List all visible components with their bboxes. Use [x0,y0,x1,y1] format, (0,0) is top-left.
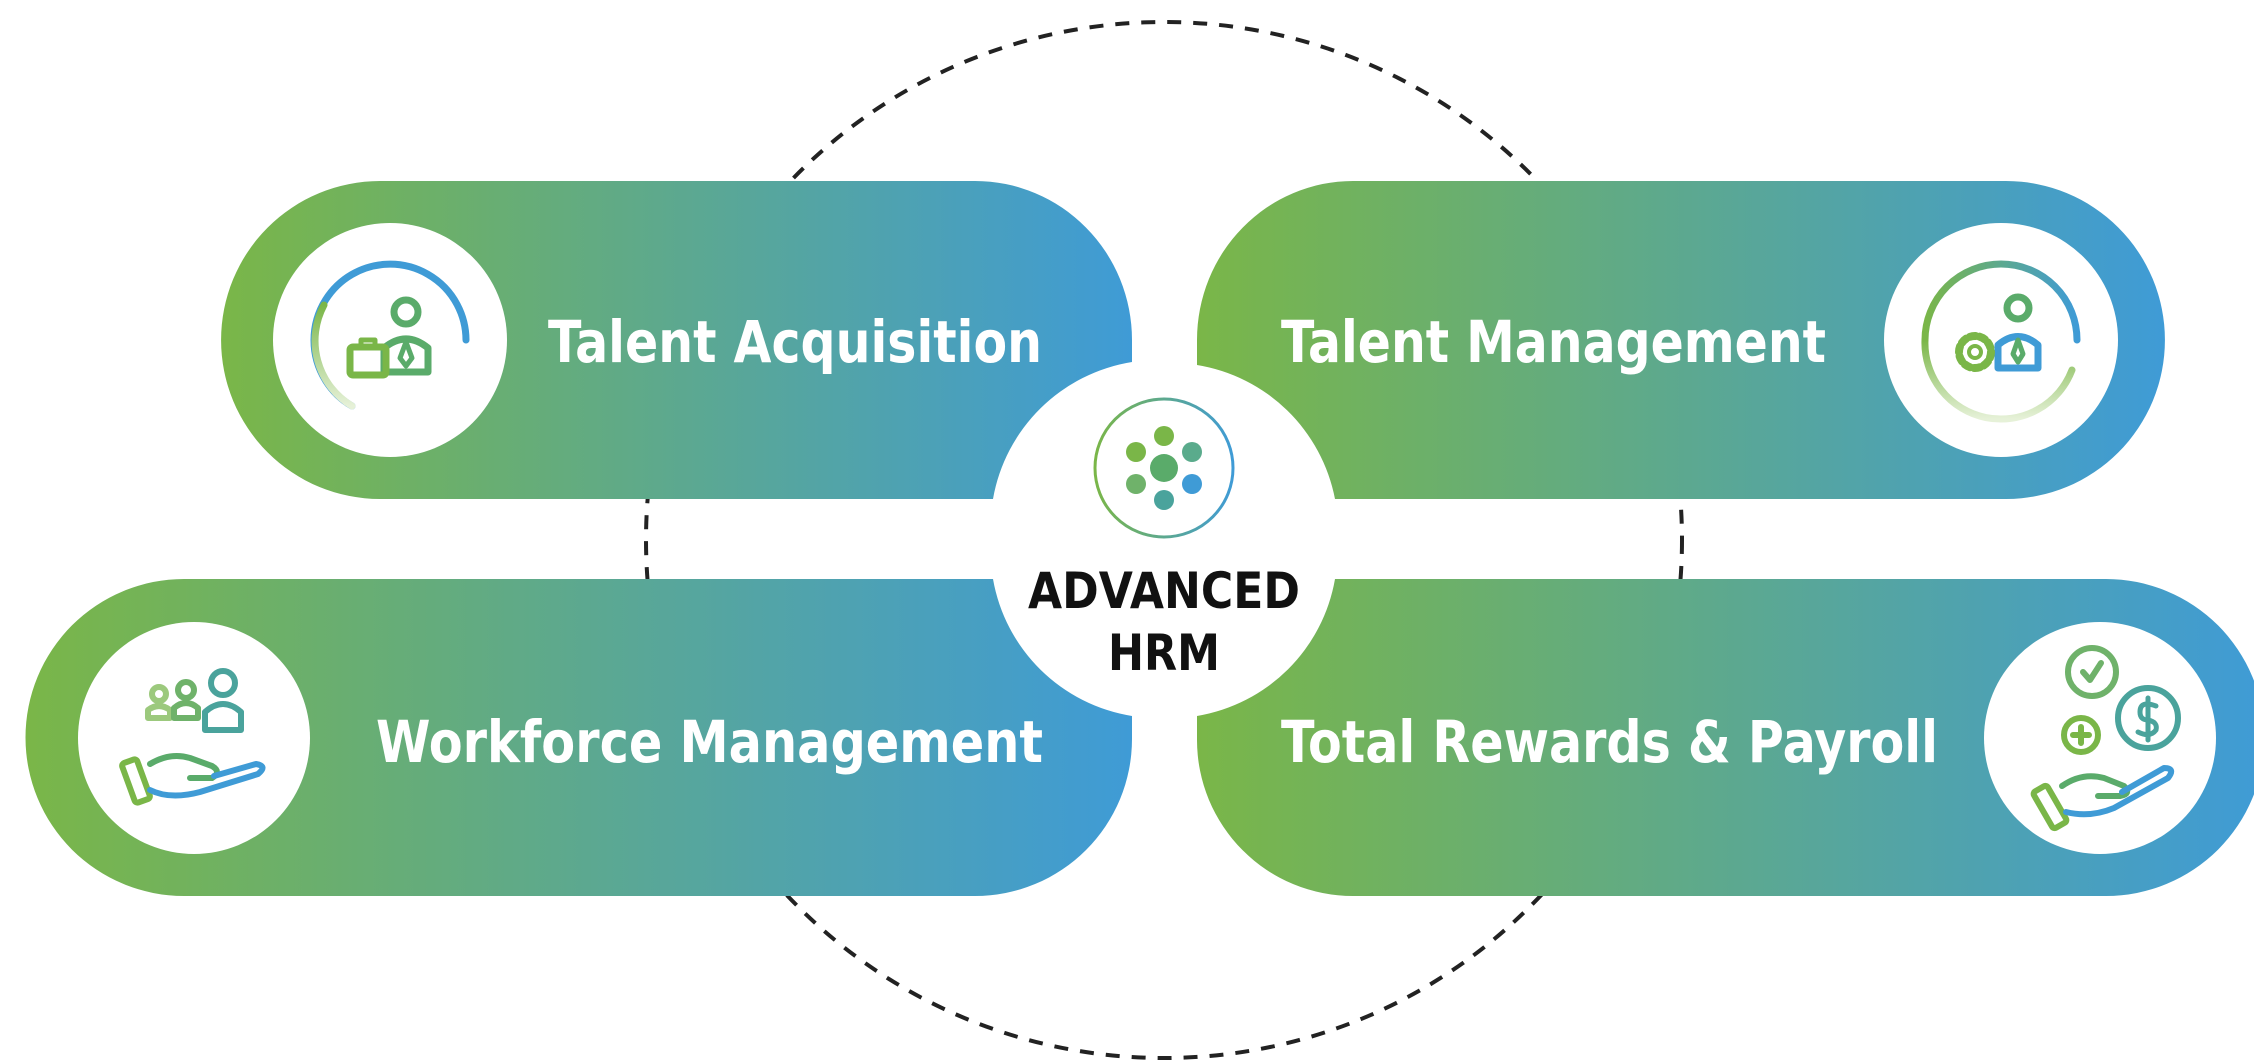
icon-circle [78,622,310,854]
cluster-dots-icon [1126,426,1202,510]
hand-holding-people-icon [119,668,266,806]
module-label: Workforce Management [376,708,1043,776]
module-total-rewards-payroll[interactable]: Total Rewards & Payroll [1197,579,2254,896]
pill-shape [25,579,1133,896]
hand-holding-coins-icon [2030,645,2181,832]
module-label: Talent Acquisition [548,308,1042,376]
center-hub: ADVANCED HRM [1028,397,1300,682]
person-gear-icon [1921,260,2081,423]
module-label: Talent Management [1281,308,1826,376]
module-talent-management[interactable]: Talent Management [1197,181,2165,499]
dashed-orbit-circle [644,20,1684,1060]
module-talent-acquisition[interactable]: Talent Acquisition [221,181,1132,499]
center-title-line1: ADVANCED [1028,562,1300,620]
module-workforce-management[interactable]: Workforce Management [25,579,1133,896]
pill-shape [1197,579,2254,896]
module-label: Total Rewards & Payroll [1281,708,1938,776]
recruiter-briefcase-icon [310,260,470,410]
center-title-line2: HRM [1108,624,1220,682]
